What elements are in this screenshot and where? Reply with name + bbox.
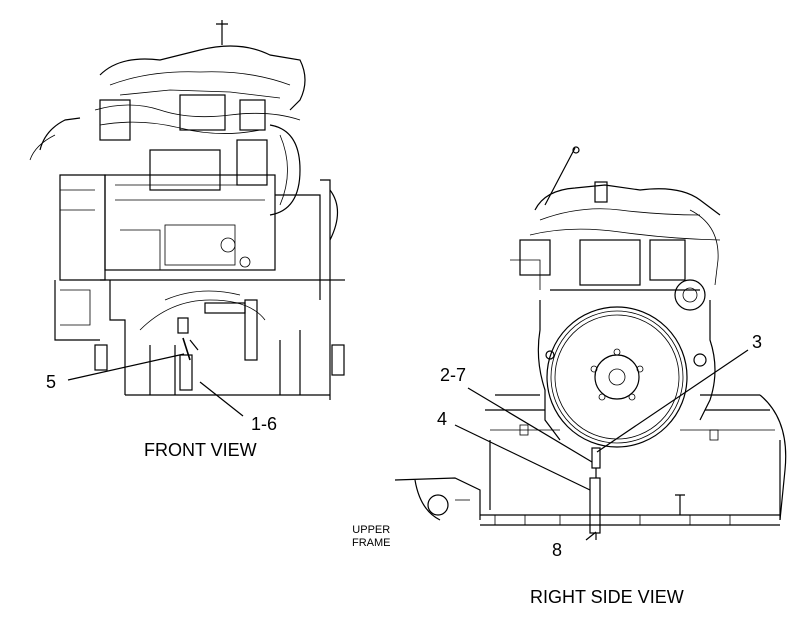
callout-8: 8	[552, 540, 563, 560]
upper-frame-line2: FRAME	[352, 537, 391, 549]
front-view-title: FRONT VIEW	[144, 440, 257, 460]
callout-1-6: 1-6	[251, 414, 278, 434]
callout-5: 5	[46, 372, 57, 392]
right-side-view-engine	[394, 146, 787, 534]
callout-3: 3	[752, 332, 763, 352]
front-view-engine	[29, 20, 345, 400]
front-view-leaders	[67, 353, 244, 417]
upper-frame-label: UPPER FRAME	[352, 524, 391, 550]
callout-4: 4	[437, 409, 448, 429]
callout-2-7: 2-7	[440, 365, 467, 385]
right-side-view-title: RIGHT SIDE VIEW	[530, 587, 684, 607]
right-view-leaders	[454, 349, 749, 541]
upper-frame-line1: UPPER	[352, 524, 391, 536]
